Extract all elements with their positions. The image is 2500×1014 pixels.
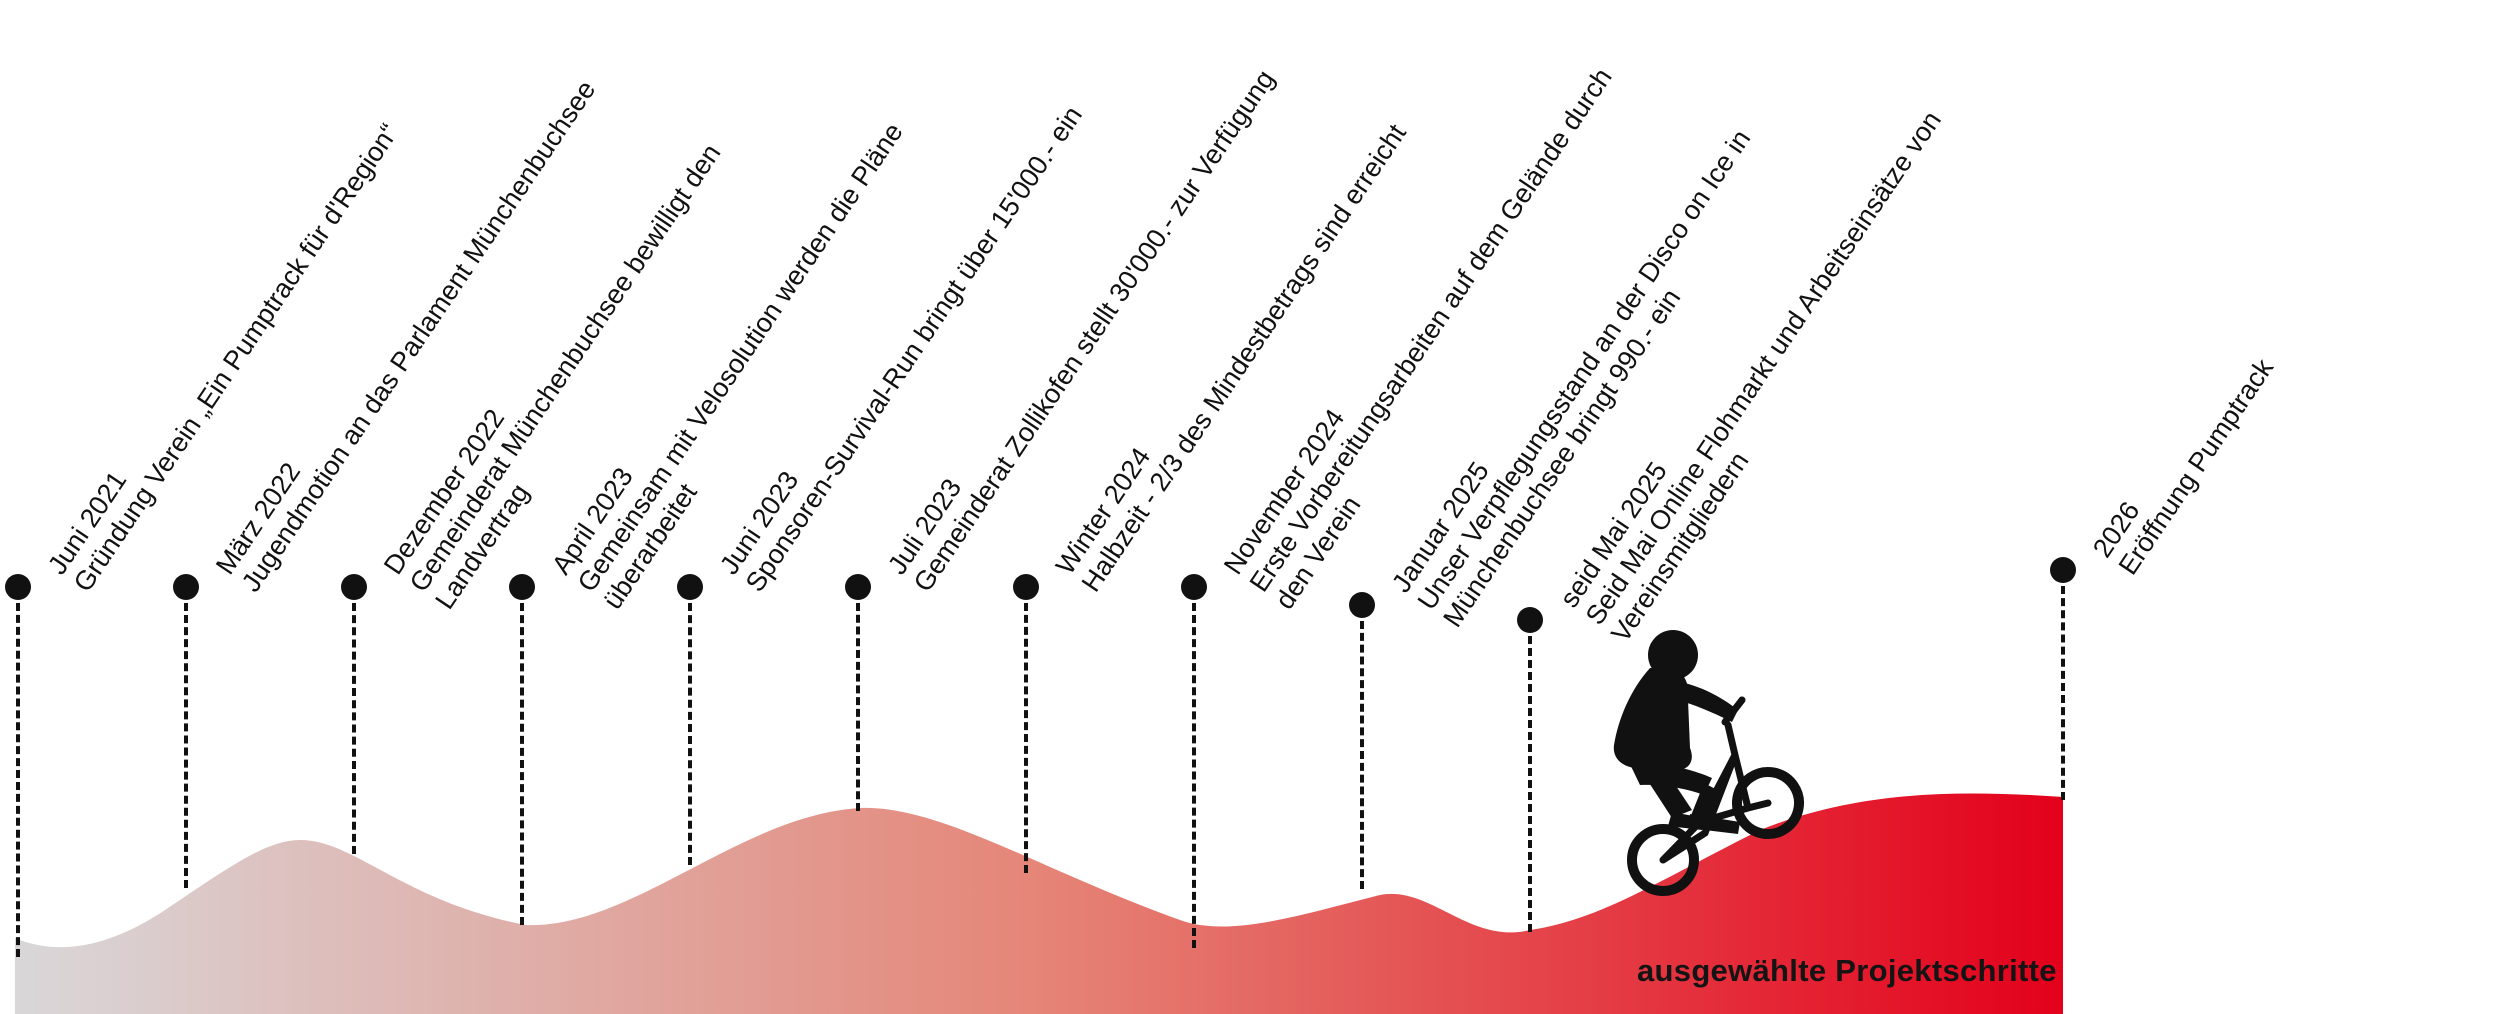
footer-label: ausgewählte Projektschritte: [1637, 953, 2057, 989]
